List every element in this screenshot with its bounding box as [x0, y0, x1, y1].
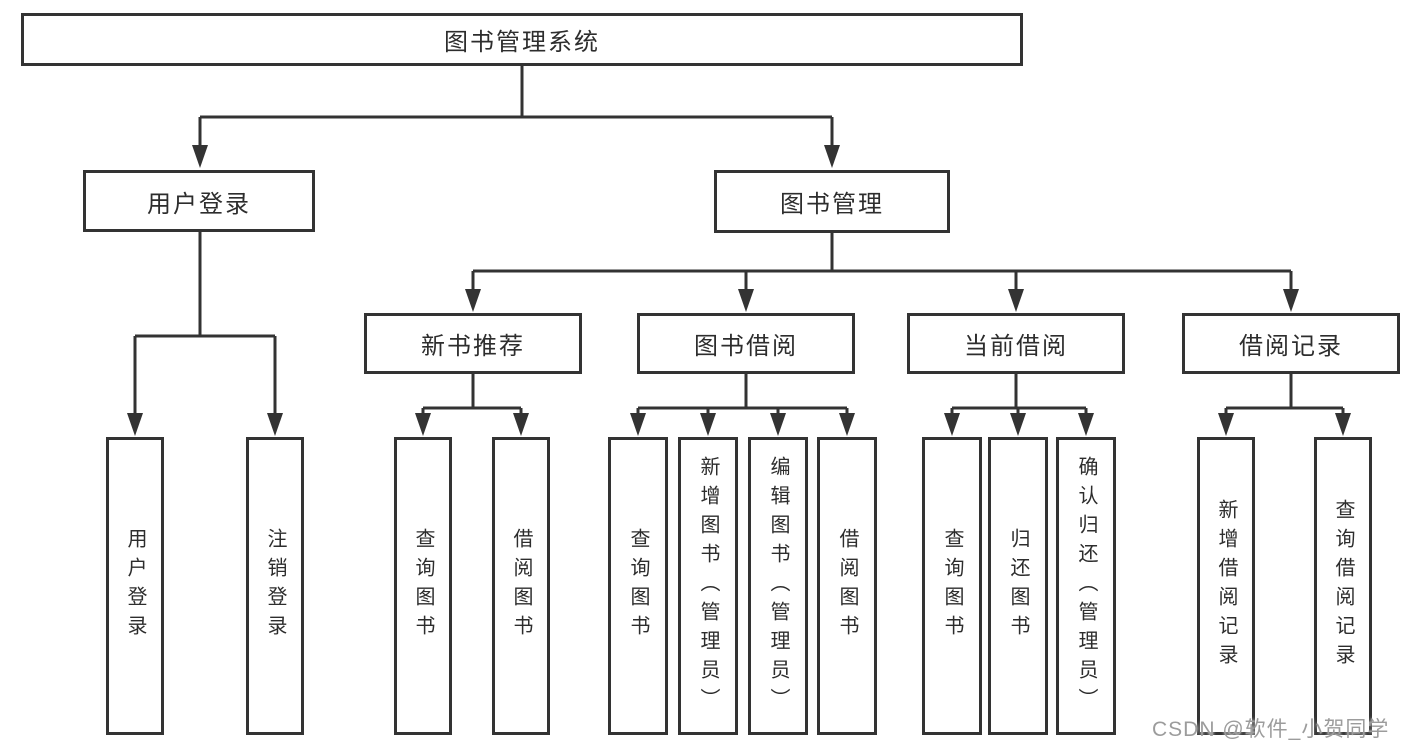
- node-book-borrowing-label: 图书借阅: [694, 333, 798, 360]
- leaf-user-login: 用户登录: [106, 437, 164, 735]
- node-borrowing-records-label: 借阅记录: [1239, 333, 1343, 360]
- leaf-query-books-recommend: 查询图书: [394, 437, 452, 735]
- leaf-edit-books-admin-label: 编辑图书（管理员）: [767, 455, 789, 717]
- arrowheads: [127, 145, 1351, 436]
- node-new-book-recommendation-label: 新书推荐: [421, 333, 525, 360]
- leaf-add-borrow-record: 新增借阅记录: [1197, 437, 1255, 735]
- node-borrowing-records: 借阅记录: [1182, 313, 1400, 374]
- leaf-confirm-return-admin-label: 确认归还（管理员）: [1075, 455, 1097, 717]
- leaf-borrow-books: 借阅图书: [817, 437, 877, 735]
- leaf-borrow-books-recommend: 借阅图书: [492, 437, 550, 735]
- node-book-borrowing: 图书借阅: [637, 313, 855, 374]
- leaf-borrow-books-recommend-label: 借阅图书: [510, 528, 532, 644]
- node-current-borrowing-label: 当前借阅: [964, 333, 1068, 360]
- leaf-edit-books-admin: 编辑图书（管理员）: [748, 437, 808, 735]
- node-user-login-label: 用户登录: [147, 190, 251, 218]
- leaf-query-borrow-record-label: 查询借阅记录: [1332, 499, 1354, 673]
- leaf-confirm-return-admin: 确认归还（管理员）: [1056, 437, 1116, 735]
- csdn-watermark: CSDN @软件_小贺同学: [1152, 718, 1390, 741]
- leaf-query-books-current: 查询图书: [922, 437, 982, 735]
- node-library-management-system: 图书管理系统: [21, 13, 1023, 66]
- leaf-logout-label: 注销登录: [264, 528, 286, 644]
- leaf-logout: 注销登录: [246, 437, 304, 735]
- leaf-return-books: 归还图书: [988, 437, 1048, 735]
- node-book-management-label: 图书管理: [780, 191, 884, 218]
- leaf-query-books-borrowing: 查询图书: [608, 437, 668, 735]
- node-new-book-recommendation: 新书推荐: [364, 313, 582, 374]
- node-current-borrowing: 当前借阅: [907, 313, 1125, 374]
- leaf-borrow-books-label: 借阅图书: [836, 528, 858, 644]
- leaf-query-books-borrowing-label: 查询图书: [627, 528, 649, 644]
- leaf-user-login-label: 用户登录: [124, 528, 146, 644]
- leaf-query-books-current-label: 查询图书: [941, 528, 963, 644]
- node-book-management: 图书管理: [714, 170, 950, 233]
- leaf-add-books-admin: 新增图书（管理员）: [678, 437, 738, 735]
- node-library-management-system-label: 图书管理系统: [444, 29, 600, 56]
- leaf-return-books-label: 归还图书: [1007, 528, 1029, 644]
- leaf-add-books-admin-label: 新增图书（管理员）: [697, 455, 719, 717]
- node-user-login: 用户登录: [83, 170, 315, 232]
- leaf-query-borrow-record: 查询借阅记录: [1314, 437, 1372, 735]
- leaf-query-books-recommend-label: 查询图书: [412, 528, 434, 644]
- leaf-add-borrow-record-label: 新增借阅记录: [1215, 499, 1237, 673]
